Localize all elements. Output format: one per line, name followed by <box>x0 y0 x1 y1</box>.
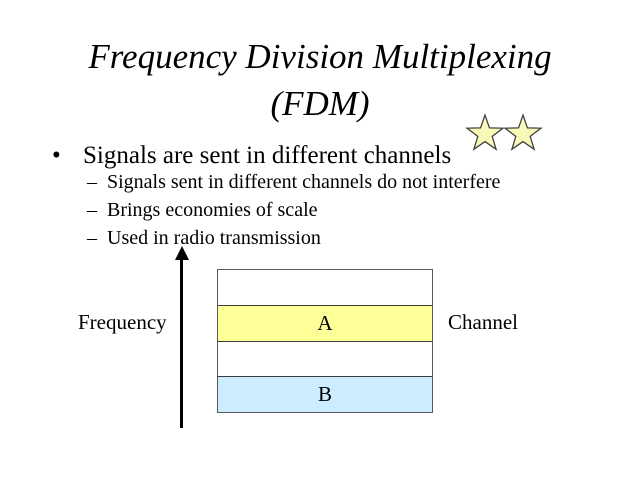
dash-marker: – <box>87 227 97 249</box>
frequency-axis-label: Frequency <box>78 310 167 334</box>
frequency-axis-arrow-line <box>180 259 183 428</box>
sub-bullet-item: – Used in radio transmission <box>87 226 321 250</box>
slide-title: Frequency Division Multiplexing (FDM) <box>0 33 640 127</box>
bullet-marker: • <box>52 142 61 169</box>
star-icon <box>465 113 505 151</box>
sub-bullet-item: – Brings economies of scale <box>87 198 318 222</box>
channel-diagram-box: A B <box>217 269 433 413</box>
sub-bullet-text: Brings economies of scale <box>107 199 318 221</box>
star-decorations <box>464 113 544 155</box>
channel-label: Channel <box>448 310 518 334</box>
channel-band-empty-middle <box>218 340 432 377</box>
dash-marker: – <box>87 199 97 221</box>
star-icon <box>503 113 543 151</box>
sub-bullet-text: Used in radio transmission <box>107 227 321 249</box>
sub-bullet-text: Signals sent in different channels do no… <box>107 171 501 193</box>
sub-bullet-item: – Signals sent in different channels do … <box>87 170 500 194</box>
band-label: A <box>317 310 333 335</box>
title-line-2: (FDM) <box>270 84 370 123</box>
bullet-text: Signals are sent in different channels <box>83 142 452 169</box>
channel-band-b: B <box>218 376 432 412</box>
channel-band-a: A <box>218 304 432 341</box>
dash-marker: – <box>87 171 97 193</box>
channel-band-empty-top <box>218 270 432 305</box>
title-line-1: Frequency Division Multiplexing <box>88 37 552 76</box>
frequency-axis-arrow-head-icon <box>175 246 189 260</box>
bullet-item-main: • Signals are sent in different channels <box>52 142 451 170</box>
band-label: B <box>317 382 332 407</box>
